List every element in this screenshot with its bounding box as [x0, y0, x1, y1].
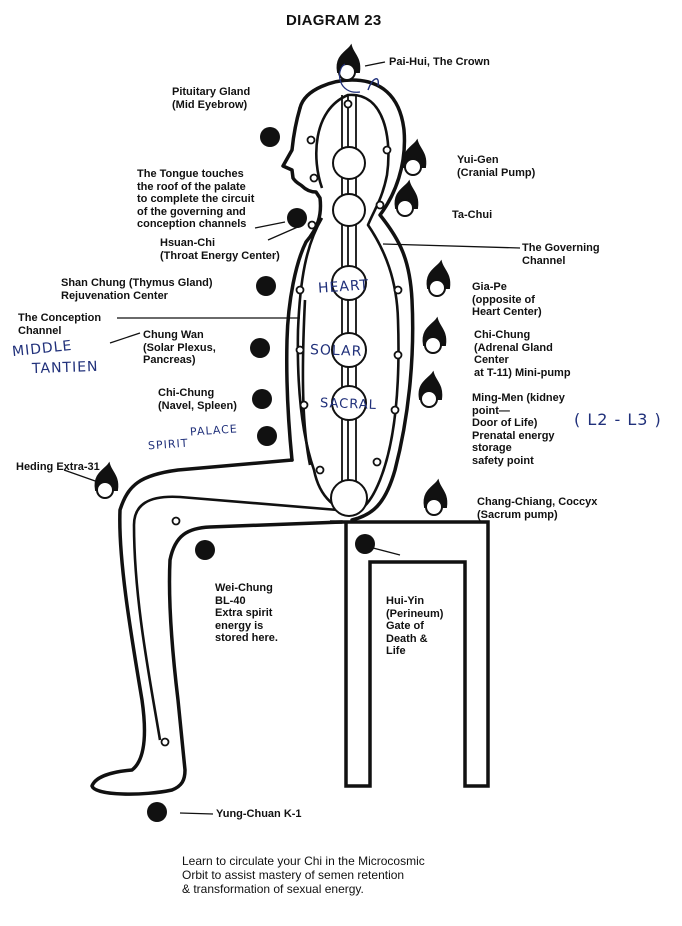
- handwritten-scribble-2: [338, 63, 361, 93]
- heding-label: Heding Extra-31: [16, 461, 100, 473]
- leader-lines: [63, 61, 521, 815]
- chung-wan-point: [250, 338, 270, 358]
- pituitary-label: Pituitary Gland(Mid Eyebrow): [172, 86, 251, 111]
- hsuan-chi-point: [287, 208, 307, 228]
- front-points: [147, 127, 375, 822]
- chi-chung-navel-label: Chi-Chung(Navel, Spleen): [158, 387, 237, 412]
- palace-point: [257, 426, 277, 446]
- gia-pe-flame: [426, 259, 451, 297]
- ta-chui-flame: [394, 179, 419, 217]
- orbit-points: [160, 99, 403, 747]
- shan-chung-point: [256, 276, 276, 296]
- yui-gen-flame: [402, 138, 427, 176]
- stool: [330, 520, 490, 788]
- hui-yin-point: [355, 534, 375, 554]
- ming-men-flame: [418, 370, 443, 408]
- chang-chiang-label: Chang-Chiang, Coccyx(Sacrum pump): [477, 496, 598, 521]
- caption: Learn to circulate your Chi in the Micro…: [182, 854, 425, 896]
- wei-chung-point: [195, 540, 215, 560]
- handwritten-tantien: TANTIEN: [31, 358, 99, 378]
- pituitary-point: [260, 127, 280, 147]
- body-outline: [90, 78, 415, 796]
- chi-chung-navel-point: [252, 389, 272, 409]
- ta-chui-label: Ta-Chui: [452, 209, 493, 221]
- flame-points: [94, 43, 451, 516]
- handwritten-solar: SOLAR: [309, 342, 363, 360]
- yung-chuan-point: [147, 802, 167, 822]
- energy-centers: [330, 146, 368, 517]
- handwritten-scribble: [367, 78, 380, 91]
- handwritten-l2-l3: ( L2 - L3 ): [574, 410, 662, 429]
- leg-channel: [132, 495, 339, 741]
- yung-chuan-label: Yung-Chuan K-1: [216, 808, 302, 820]
- hsuan-chi-label: Hsuan-Chi(Throat Energy Center): [160, 237, 280, 262]
- pai-hui-label: Pai-Hui, The Crown: [389, 56, 490, 68]
- chung-wan-label: Chung Wan(Solar Plexus,Pancreas): [143, 329, 216, 366]
- chi-chung-adrenal-flame: [422, 316, 447, 354]
- orbit-channel: [296, 93, 400, 514]
- handwritten-sacral: SACRAL: [319, 396, 378, 413]
- shan-chung-label: Shan Chung (Thymus Gland)Rejuvenation Ce…: [61, 277, 213, 302]
- yui-gen-label: Yui-Gen(Cranial Pump): [457, 154, 536, 179]
- pai-hui-flame: [336, 43, 361, 81]
- diagram-title: DIAGRAM 23: [286, 12, 382, 29]
- heding-flame: [94, 461, 119, 499]
- chang-chiang-flame: [423, 478, 448, 516]
